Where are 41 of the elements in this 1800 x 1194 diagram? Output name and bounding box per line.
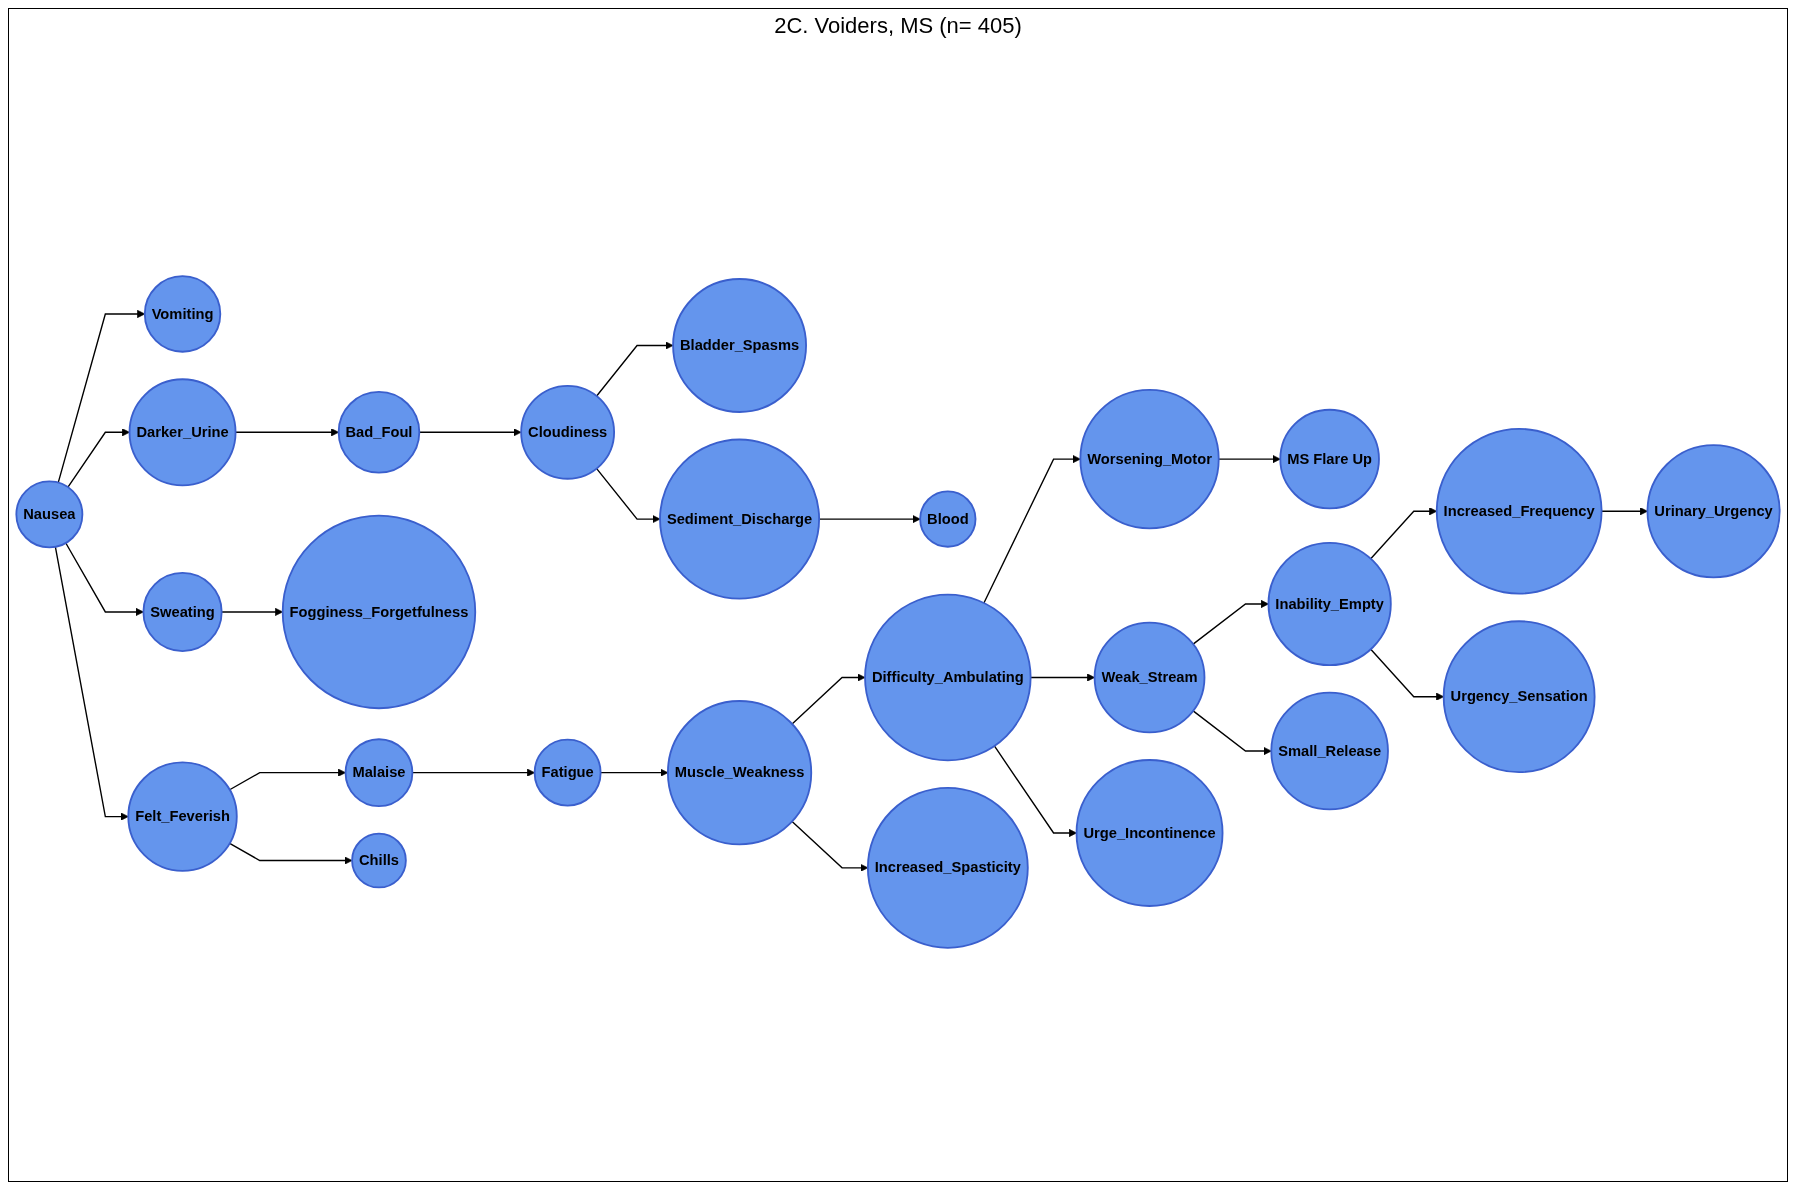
- node-circle: Small_Release: [1270, 691, 1389, 811]
- node-circle: Sweating: [142, 571, 223, 652]
- node-circle: Worsening_Motor: [1079, 389, 1220, 530]
- arrow: [229, 768, 346, 791]
- node-circle: Fatigue: [533, 738, 602, 807]
- node-circle: Urge_Incontinence: [1075, 759, 1224, 907]
- node-circle: Chills: [351, 832, 407, 889]
- node-circle: Urgency_Sensation: [1442, 620, 1596, 774]
- node-circle: Difficulty_Ambulating: [864, 593, 1032, 762]
- node-circle: Blood: [919, 490, 977, 548]
- arrow: [67, 428, 130, 488]
- arrow: [791, 673, 866, 725]
- arrow: [791, 820, 869, 872]
- arrow: [993, 745, 1077, 838]
- node-circle: Sediment_Discharge: [659, 438, 821, 600]
- node-circle: Vomiting: [143, 275, 222, 353]
- diagram-title: 2C. Voiders, MS (n= 405): [774, 13, 1022, 39]
- node-circle: Increased_Spasticity: [866, 786, 1029, 949]
- node-circle: Darker_Urine: [128, 378, 237, 487]
- node-circle: Nausea: [15, 480, 84, 549]
- node-circle: Bad_Foul: [337, 391, 421, 474]
- arrow: [54, 546, 129, 821]
- node-circle: Bladder_Spasms: [672, 278, 807, 413]
- arrow: [595, 467, 661, 524]
- node-circle: Urinary_Urgency: [1646, 444, 1781, 579]
- node-circle: Malaise: [344, 738, 414, 807]
- arrow: [65, 542, 144, 616]
- arrow: [595, 341, 674, 397]
- arrow: [229, 842, 353, 865]
- node-circle: Inability_Empty: [1267, 541, 1392, 667]
- node-circle: Felt_Feverish: [127, 761, 238, 872]
- node-circle: Weak_Stream: [1093, 621, 1206, 734]
- node-circle: Cloudiness: [520, 384, 616, 480]
- arrow: [1218, 455, 1281, 464]
- node-circle: Increased_Frequency: [1435, 427, 1603, 595]
- node-circle: Muscle_Weakness: [666, 700, 813, 846]
- arrow: [1192, 599, 1269, 645]
- arrow: [983, 455, 1081, 604]
- node-circle: MS Flare Up: [1279, 408, 1380, 510]
- arrow: [1192, 710, 1272, 756]
- node-circle: Fogginess_Forgetfulness: [281, 514, 477, 710]
